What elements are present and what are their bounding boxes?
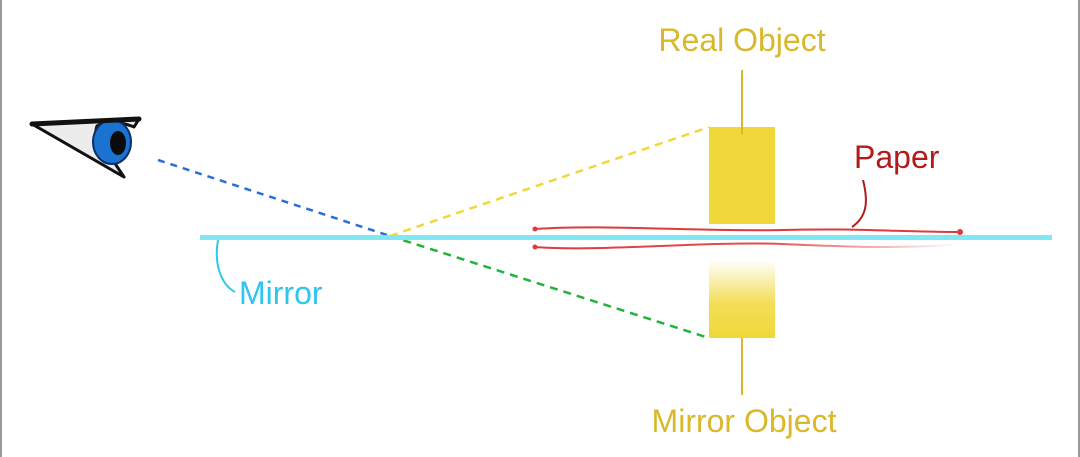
real-object-label: Real Object (658, 22, 825, 58)
real-object (709, 127, 775, 224)
mirror-object (709, 260, 775, 338)
paper-label: Paper (854, 139, 940, 175)
paper-line (534, 226, 961, 233)
reflected-ray (389, 234, 710, 340)
mirror-label: Mirror (239, 275, 323, 311)
eye-icon (29, 116, 142, 179)
real-ray (389, 125, 710, 238)
mirror-object-label: Mirror Object (652, 403, 837, 439)
mirror-leader (215, 239, 236, 293)
sight-line (157, 158, 391, 238)
mirror-surface (200, 235, 1052, 240)
paper-reflection (534, 242, 961, 250)
paper-leader (851, 179, 867, 228)
